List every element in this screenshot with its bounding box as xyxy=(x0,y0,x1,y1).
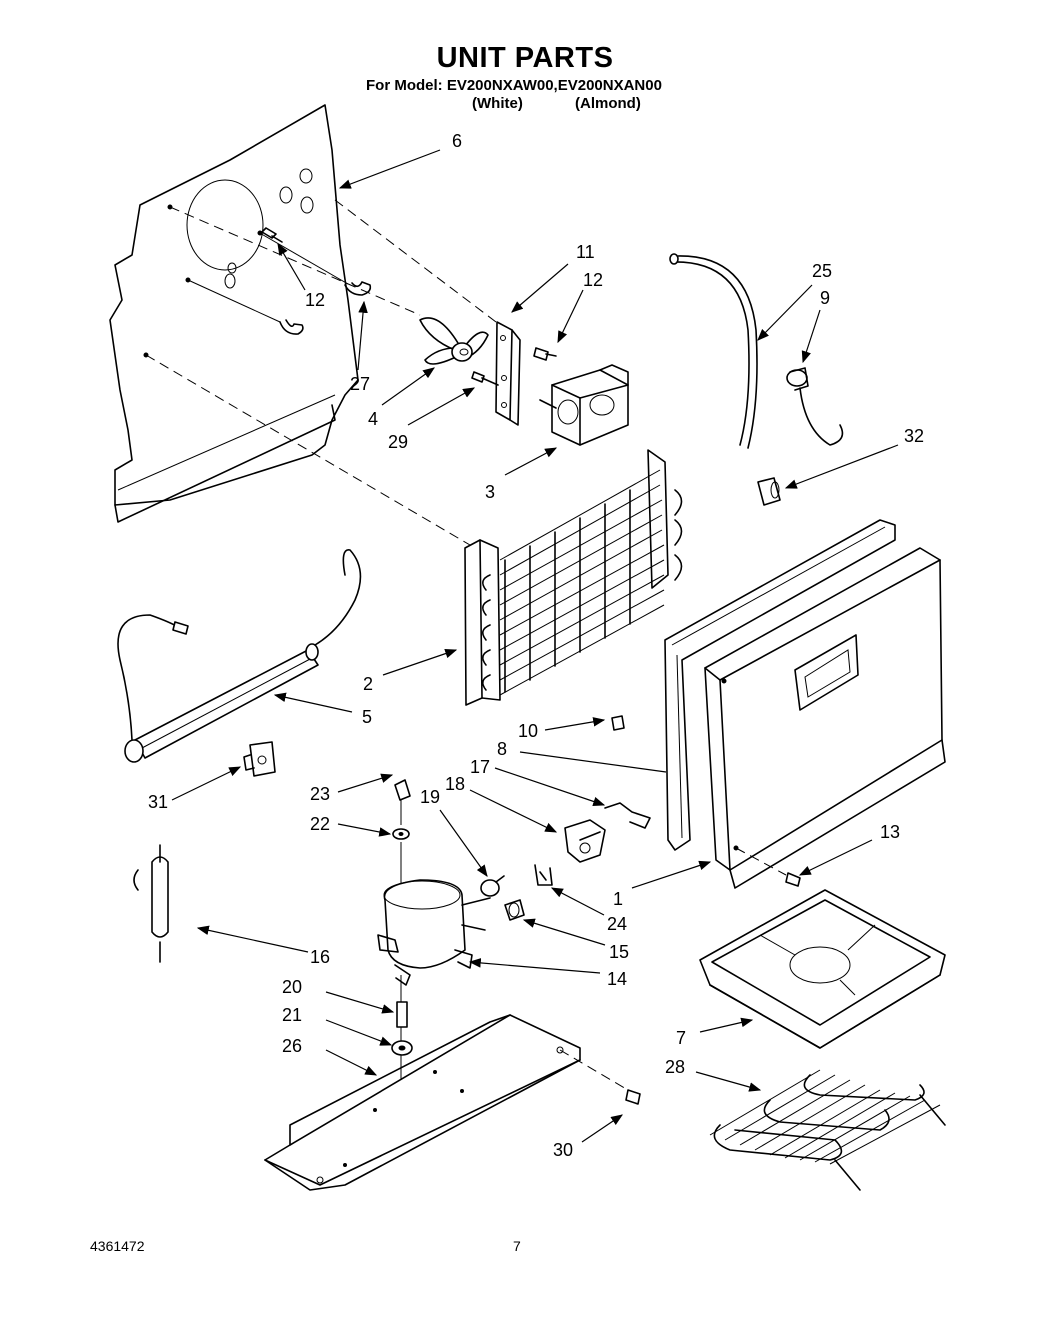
screw-part-13 xyxy=(785,872,801,887)
condenser-coil-part-28 xyxy=(709,1069,946,1191)
callout-16: 16 xyxy=(310,947,330,967)
callout-25: 25 xyxy=(812,261,832,281)
wire-part-17 xyxy=(604,802,651,829)
leader-lines xyxy=(171,149,899,1143)
page-number: 7 xyxy=(513,1238,521,1254)
clip-part-10 xyxy=(611,715,625,731)
callout-28: 28 xyxy=(665,1057,685,1077)
callout-22: 22 xyxy=(310,814,330,834)
callout-3: 3 xyxy=(485,482,495,502)
evaporator-part-2 xyxy=(464,449,683,706)
base-bracket-part-26 xyxy=(264,1014,629,1191)
callout-20: 20 xyxy=(282,977,302,997)
callout-12-left: 12 xyxy=(305,290,325,310)
callout-19: 19 xyxy=(420,787,440,807)
variant-white: (White) xyxy=(472,95,523,112)
callout-8: 8 xyxy=(497,739,507,759)
callout-32: 32 xyxy=(904,426,924,446)
callout-21: 21 xyxy=(282,1005,302,1025)
callout-11: 11 xyxy=(576,242,595,262)
overload-part-15 xyxy=(504,899,525,921)
callout-7: 7 xyxy=(676,1028,686,1048)
callout-23: 23 xyxy=(310,784,330,804)
evaporator-cover-part-1 xyxy=(704,547,946,889)
fan-motor-part-3 xyxy=(539,364,629,446)
callout-14: 14 xyxy=(607,969,627,989)
callout-31: 31 xyxy=(148,792,168,812)
model-line: For Model: EV200NXAW00,EV200NXAN00 xyxy=(366,77,662,94)
callout-12-right: 12 xyxy=(583,270,603,290)
drier-part-16 xyxy=(133,844,169,963)
document-number: 4361472 xyxy=(90,1238,145,1254)
callout-6: 6 xyxy=(452,131,462,151)
screw-part-30 xyxy=(625,1089,641,1105)
bracket-part-18 xyxy=(564,819,606,863)
terminal-block-part-31 xyxy=(243,741,276,777)
callout-15: 15 xyxy=(609,942,629,962)
callout-labels: 6 11 12 12 25 9 27 4 29 3 32 2 5 10 8 17… xyxy=(148,131,924,1160)
variant-almond: (Almond) xyxy=(575,95,641,112)
bracket-part-11 xyxy=(495,321,521,426)
screw-part-29 xyxy=(471,371,499,386)
drain-tube-part-25 xyxy=(669,253,758,449)
mount-stack xyxy=(391,779,413,1120)
compressor-part-14 xyxy=(377,879,491,986)
defrost-heater-part-5 xyxy=(117,549,362,763)
callout-10: 10 xyxy=(518,721,538,741)
callout-26: 26 xyxy=(282,1036,302,1056)
callout-18: 18 xyxy=(445,774,465,794)
callout-1: 1 xyxy=(613,889,623,909)
callout-4: 4 xyxy=(368,409,378,429)
drain-pan-part-7 xyxy=(699,889,946,1049)
callout-29: 29 xyxy=(388,432,408,452)
callout-24: 24 xyxy=(607,914,627,934)
callout-5: 5 xyxy=(362,707,372,727)
liner-part-8 xyxy=(664,519,896,851)
callout-27: 27 xyxy=(350,374,370,394)
sensor-part-9 xyxy=(786,367,844,446)
screw-part-12-right xyxy=(533,347,557,361)
back-panel-part-6 xyxy=(109,104,359,523)
screw-part-12-left xyxy=(261,227,283,243)
relay-part-19 xyxy=(480,875,505,897)
callout-17: 17 xyxy=(470,757,490,777)
callout-30: 30 xyxy=(553,1140,573,1160)
connector-part-32 xyxy=(757,477,781,506)
callout-2: 2 xyxy=(363,674,373,694)
fan-blade-part-4 xyxy=(419,317,489,365)
clip-part-24 xyxy=(534,864,553,886)
clip-part-27 xyxy=(187,231,372,335)
callout-9: 9 xyxy=(820,288,830,308)
callout-13: 13 xyxy=(880,822,900,842)
page-title: UNIT PARTS xyxy=(436,42,614,74)
